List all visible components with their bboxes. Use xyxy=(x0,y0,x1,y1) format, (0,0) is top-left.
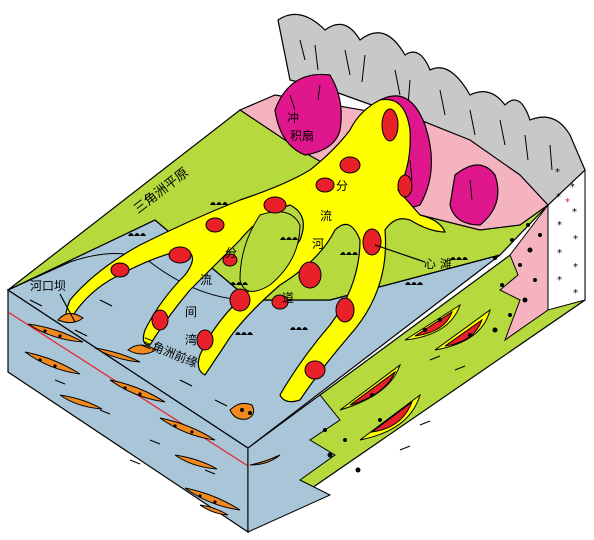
label-bay-4: 湾 xyxy=(185,332,197,347)
label-bay-3: 间 xyxy=(185,305,197,319)
svg-text:*: * xyxy=(573,234,578,245)
label-alluvial-fan-1: 冲 xyxy=(287,110,299,125)
svg-text:*: * xyxy=(557,248,562,259)
label-bay-2: 流 xyxy=(200,273,212,287)
label-channel-right-2: 流 xyxy=(320,209,332,223)
svg-text:*: * xyxy=(570,182,575,193)
svg-text:*: * xyxy=(557,275,562,286)
svg-text:*: * xyxy=(565,197,570,208)
label-mid-channel-bar: 心 滩 xyxy=(424,257,452,271)
svg-text:*: * xyxy=(573,262,578,273)
label-alluvial-fan-2: 积扇 xyxy=(290,128,314,143)
label-bay-1: 分 xyxy=(225,246,237,260)
label-channel-right-4: 道 xyxy=(282,291,294,305)
svg-text:*: * xyxy=(556,192,561,203)
svg-text:*: * xyxy=(555,167,560,178)
label-channel-right-1: 分 xyxy=(336,179,348,193)
svg-text:*: * xyxy=(573,288,578,299)
svg-text:*: * xyxy=(572,207,577,218)
svg-text:*: * xyxy=(557,220,562,231)
label-channel-right-3: 河 xyxy=(312,237,324,251)
label-river-mouth-bar: 河口坝 xyxy=(30,279,66,293)
